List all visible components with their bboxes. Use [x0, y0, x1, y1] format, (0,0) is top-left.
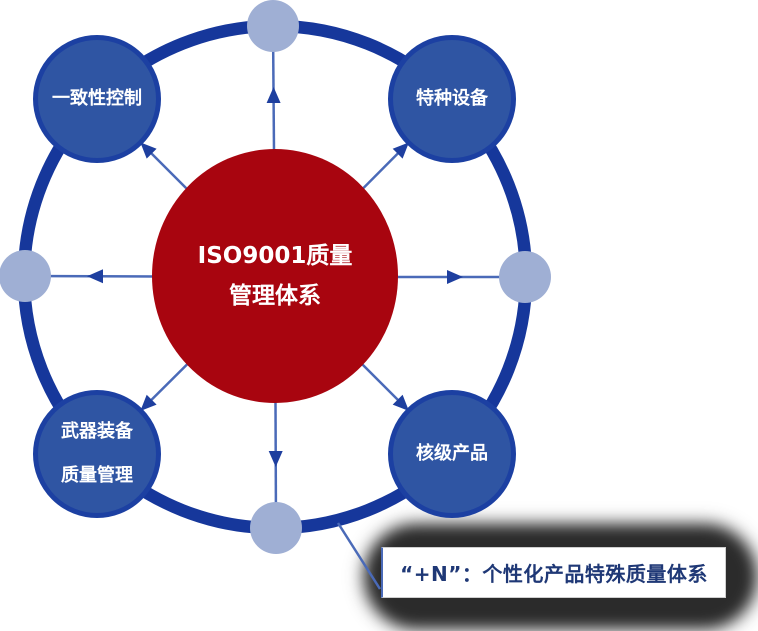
- orbit-dot-bottom: [250, 502, 302, 554]
- callout-connector-line: [336, 522, 382, 590]
- arrow-head-icon-northwest: [140, 142, 157, 159]
- arrow-head-icon-east: [447, 270, 463, 284]
- arrow-head-icon-southeast: [392, 394, 409, 411]
- orbit-dot-right: [499, 251, 551, 303]
- satellite-label-line2: 质量管理: [61, 465, 133, 486]
- satellite-label-line1: 武器装备: [61, 421, 133, 442]
- satellite-label: 一致性控制: [52, 88, 142, 109]
- satellite-node-special-equipment: 特种设备: [388, 35, 516, 163]
- orbit-dot-left: [0, 250, 51, 302]
- center-node-label-line2: 管理体系: [229, 283, 321, 309]
- satellite-node-consistency-control: 一致性控制: [33, 35, 161, 163]
- orbit-dot-top: [247, 0, 299, 52]
- arrow-head-icon-south: [268, 451, 283, 467]
- arrow-head-icon-west: [87, 269, 103, 284]
- arrow-head-icon-southwest: [140, 394, 157, 411]
- arrow-head-icon-northeast: [392, 142, 409, 159]
- callout-box: “+N”：个性化产品特殊质量体系: [381, 547, 726, 598]
- arrow-head-icon-north: [266, 87, 281, 103]
- satellite-label: 特种设备: [416, 88, 488, 109]
- center-node: ISO9001质量 管理体系: [152, 149, 398, 403]
- satellite-node-nuclear-grade-products: 核级产品: [388, 390, 516, 518]
- satellite-node-weapons-equipment-quality: 武器装备 质量管理: [33, 390, 161, 518]
- callout-text: “+N”：个性化产品特殊质量体系: [400, 562, 708, 586]
- center-node-label-line1: ISO9001质量: [197, 243, 353, 269]
- satellite-label: 核级产品: [416, 443, 488, 464]
